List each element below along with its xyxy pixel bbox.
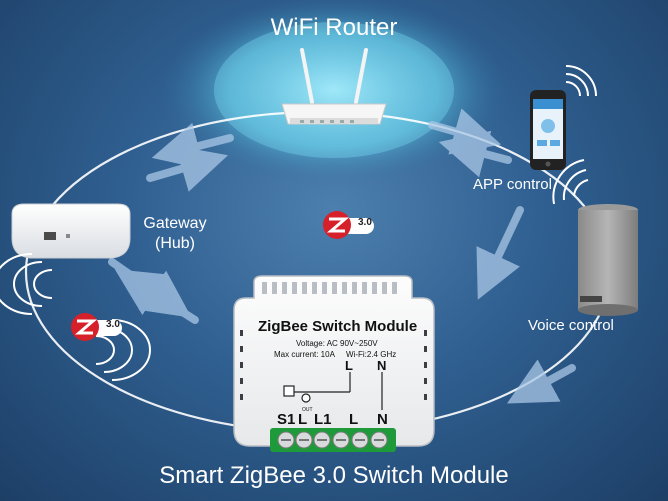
router-icon bbox=[281, 48, 387, 125]
smart-speaker-icon bbox=[578, 204, 638, 316]
module-current: Max current: 10A bbox=[274, 350, 335, 359]
router-label: WiFi Router bbox=[270, 14, 398, 41]
terminal-l1: L1 bbox=[314, 411, 332, 428]
gateway-label-line1: Gateway bbox=[143, 215, 207, 232]
voice-control-label: Voice control bbox=[528, 317, 614, 334]
zigbee-version-label: 3.0 bbox=[358, 217, 372, 228]
switch-module-icon bbox=[233, 275, 435, 452]
app-control-label: APP control bbox=[473, 176, 552, 193]
module-title: ZigBee Switch Module bbox=[258, 318, 418, 335]
terminal-top-n: N bbox=[377, 358, 387, 373]
flow-arrows bbox=[108, 108, 576, 404]
gateway-label: Gateway (Hub) bbox=[130, 214, 220, 254]
module-voltage: Voltage: AC 90V~250V bbox=[296, 339, 378, 348]
hub-icon bbox=[11, 203, 131, 259]
terminal-n: N bbox=[377, 411, 388, 428]
speaker-sound-icon bbox=[552, 159, 589, 205]
terminal-s1: S1 bbox=[277, 411, 296, 428]
footer-title: Smart ZigBee 3.0 Switch Module bbox=[159, 462, 509, 489]
zigbee-logo-icon: 3.0 bbox=[322, 210, 380, 240]
terminal-l-out: L bbox=[298, 411, 308, 428]
zigbee-logo-icon: 3.0 bbox=[70, 312, 128, 342]
terminal-top-l: L bbox=[345, 358, 353, 373]
out-label: OUT bbox=[302, 407, 313, 413]
terminal-l: L bbox=[349, 411, 359, 428]
phone-signal-icon bbox=[565, 65, 597, 97]
smartphone-icon bbox=[530, 90, 566, 170]
router-glow bbox=[159, 0, 509, 185]
gateway-label-line2: (Hub) bbox=[154, 235, 195, 252]
hub-signal-icon bbox=[0, 253, 151, 381]
zigbee-version-label: 3.0 bbox=[106, 319, 120, 330]
module-wifi: Wi-Fi:2.4 GHz bbox=[346, 350, 397, 359]
